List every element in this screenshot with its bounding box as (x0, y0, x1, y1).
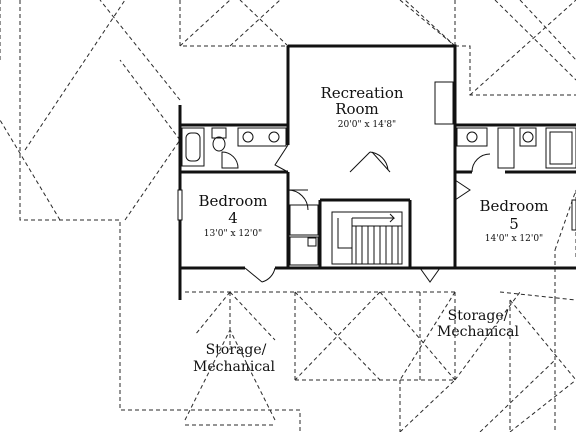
recreation-room-label: Recreation (320, 84, 403, 102)
left-bathroom (181, 127, 287, 169)
stairs (331, 211, 403, 265)
windows (177, 189, 576, 231)
bedroom-4-size: 13'0" x 12'0" (204, 229, 262, 239)
storage-right-label-line2: Mechanical (437, 324, 520, 340)
bedroom-5-label: Bedroom (480, 197, 549, 215)
right-bathroom (456, 127, 576, 173)
bedroom-5-number: 5 (509, 215, 519, 233)
storage-left-label: Storage/ (206, 342, 267, 358)
bedroom-4-number: 4 (228, 209, 238, 227)
bedroom-5-size: 14'0" x 12'0" (485, 234, 543, 244)
closets (289, 204, 319, 266)
recreation-room-label-line2: Room (335, 100, 379, 118)
built-in-cabinet (434, 81, 454, 125)
bedroom-4-label: Bedroom (199, 192, 268, 210)
storage-left-label-line2: Mechanical (193, 359, 276, 375)
storage-right-label: Storage/ (448, 308, 509, 324)
doors (244, 144, 471, 283)
recreation-room-size: 20'0" x 14'8" (338, 120, 396, 130)
